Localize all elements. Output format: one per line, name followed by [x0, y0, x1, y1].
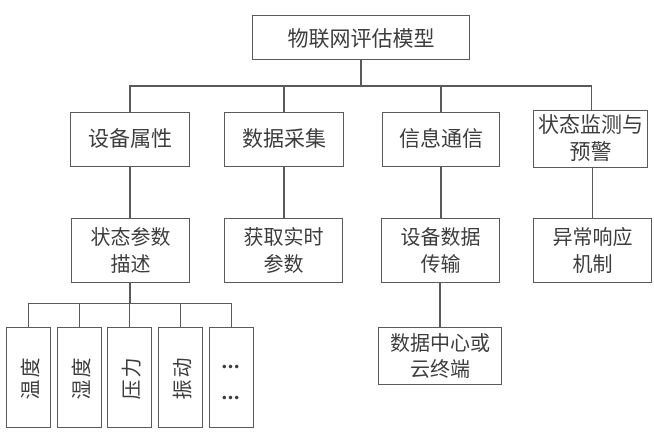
node-ellipsis: … …	[209, 327, 254, 428]
connector-pressure-stub	[128, 303, 131, 327]
connector-humidity-stub	[78, 303, 81, 327]
connector-status-monitoring-stub	[590, 85, 592, 110]
connector-status-monitoring-child	[591, 168, 594, 218]
connector-data-collection-stub	[283, 85, 285, 112]
connector-data-center-stub	[439, 283, 441, 327]
connector-sensors-parent-stub	[129, 283, 131, 304]
connector-device-attributes-child	[129, 167, 131, 218]
connector-info-communication-child	[440, 167, 442, 218]
node-status-monitoring-warning: 状态监测与 预警	[533, 110, 648, 168]
humidity-label: 湿度	[69, 355, 93, 400]
pressure-label: 压力	[119, 355, 143, 400]
node-abnormal-response-mechanism: 异常响应 机制	[533, 218, 652, 283]
node-data-center-cloud-terminal: 数据中心或 云终端	[378, 327, 502, 385]
node-device-attributes: 设备属性	[70, 112, 190, 167]
node-humidity: 湿度	[57, 327, 102, 428]
node-vibration: 振动	[158, 327, 203, 428]
connector-device-attributes-stub	[129, 85, 131, 112]
node-iot-evaluation-model: 物联网评估模型	[252, 15, 470, 60]
connector-temperature-stub	[27, 303, 30, 327]
connector-data-collection-child	[283, 167, 285, 218]
node-device-data-transmission: 设备数据 传输	[381, 218, 500, 283]
node-data-collection: 数据采集	[224, 112, 344, 167]
node-state-parameter-description: 状态参数 描述	[71, 218, 190, 283]
node-realtime-parameters: 获取实时 参数	[224, 218, 343, 283]
connector-level2-bus	[129, 85, 592, 87]
node-temperature: 温度	[6, 327, 51, 428]
connector-root-stub	[360, 60, 362, 86]
node-info-communication: 信息通信	[382, 112, 500, 167]
vibration-label: 振动	[170, 355, 194, 400]
connector-info-communication-stub	[440, 85, 442, 112]
node-pressure: 压力	[107, 327, 152, 428]
temperature-label: 温度	[18, 355, 42, 400]
connector-vibration-stub	[179, 303, 182, 327]
connector-ellipsis-stub	[230, 303, 233, 327]
